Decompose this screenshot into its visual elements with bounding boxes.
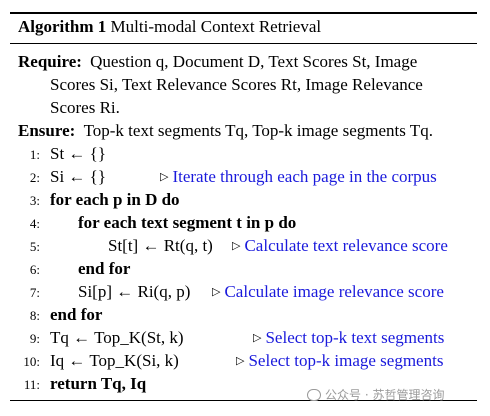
comment-triangle-icon: ▷ xyxy=(253,332,262,344)
algorithm-label: Algorithm 1 xyxy=(18,17,107,36)
algorithm-caption: Algorithm 1 Multi-modal Context Retrieva… xyxy=(18,17,321,37)
require-text-1: Question q, Document D, Text Scores St, … xyxy=(90,52,418,71)
code-line-5: St[t] ← Rt(q, t) xyxy=(108,236,213,255)
line-number: 3: xyxy=(29,193,40,208)
line-number: 2: xyxy=(29,170,40,185)
caption-rule xyxy=(10,43,477,44)
comment-triangle-icon: ▷ xyxy=(212,286,221,298)
line-number: 8: xyxy=(29,308,40,323)
line-number: 4: xyxy=(29,216,40,231)
comment-line-10: ▷Select top-k image segments xyxy=(236,351,443,371)
line-number: 7: xyxy=(29,285,40,300)
line-number: 10: xyxy=(23,354,40,369)
comment-line-2: ▷Iterate through each page in the corpus xyxy=(160,167,437,187)
require-line-1: Require: Question q, Document D, Text Sc… xyxy=(18,52,417,72)
require-keyword: Require: xyxy=(18,52,82,71)
code-line-11: return Tq, Iq xyxy=(50,374,147,393)
comment-text: Select top-k text segments xyxy=(265,328,445,347)
code-line-1: St ← {} xyxy=(50,144,106,163)
comment-triangle-icon: ▷ xyxy=(160,171,169,183)
ensure-line: Ensure: Top-k text segments Tq, Top-k im… xyxy=(18,121,433,141)
code-line-6: end for xyxy=(78,259,131,278)
line-number: 5: xyxy=(29,239,40,254)
line-number: 11: xyxy=(23,377,40,392)
comment-triangle-icon: ▷ xyxy=(236,355,245,367)
comment-text: Calculate image relevance score xyxy=(224,282,444,301)
code-line-3: for each p in D do xyxy=(50,190,180,209)
line-number: 1: xyxy=(29,147,40,162)
comment-triangle-icon: ▷ xyxy=(232,240,241,252)
top-rule xyxy=(10,12,477,14)
wechat-logo-icon xyxy=(307,389,321,401)
ensure-text: Top-k text segments Tq, Top-k image segm… xyxy=(83,121,433,140)
line-number: 6: xyxy=(29,262,40,277)
code-line-10: Iq ← Top_K(Si, k) xyxy=(50,351,179,370)
line-number: 9: xyxy=(29,331,40,346)
comment-text: Iterate through each page in the corpus xyxy=(172,167,437,186)
code-line-2: Si ← {} xyxy=(50,167,106,186)
code-line-7: Si[p] ← Ri(q, p) xyxy=(78,282,191,301)
bottom-rule xyxy=(10,400,477,401)
comment-text: Select top-k image segments xyxy=(248,351,444,370)
code-line-8: end for xyxy=(50,305,103,324)
comment-line-5: ▷Calculate text relevance score xyxy=(232,236,448,256)
algorithm-title: Multi-modal Context Retrieval xyxy=(110,17,322,36)
ensure-keyword: Ensure: xyxy=(18,121,76,140)
comment-text: Calculate text relevance score xyxy=(244,236,448,255)
watermark-text: 公众号 · 苏哲管理咨询 xyxy=(325,388,445,402)
code-line-9: Tq ← Top_K(St, k) xyxy=(50,328,184,347)
comment-line-7: ▷Calculate image relevance score xyxy=(212,282,444,302)
require-line-3: Scores Ri. xyxy=(50,98,120,117)
watermark: 公众号 · 苏哲管理咨询 xyxy=(307,386,444,403)
code-line-4: for each text segment t in p do xyxy=(78,213,297,232)
require-line-2: Scores Si, Text Relevance Scores Rt, Ima… xyxy=(50,75,423,94)
comment-line-9: ▷Select top-k text segments xyxy=(253,328,444,348)
